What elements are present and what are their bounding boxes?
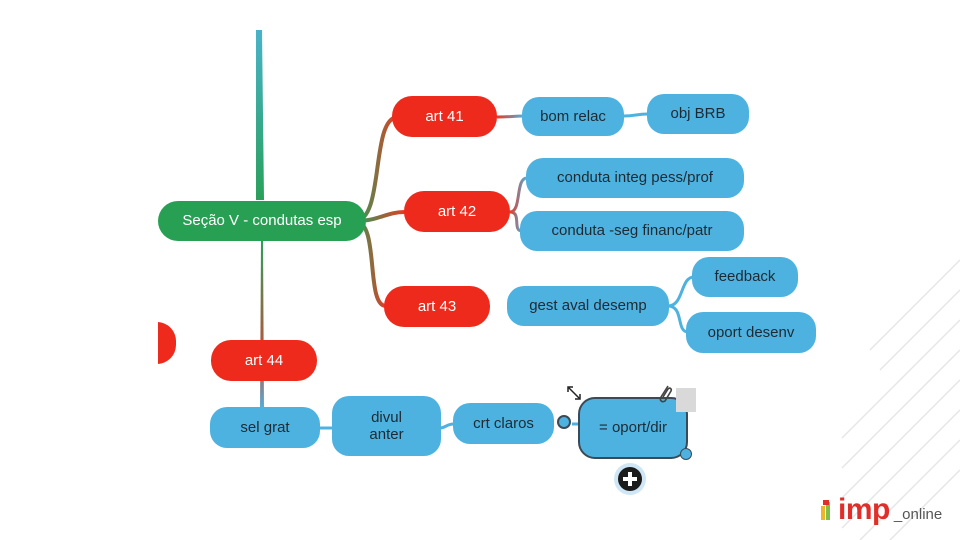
node-art-41[interactable]: art 41 [392, 96, 497, 137]
node-crt-claros[interactable]: crt claros [453, 403, 554, 444]
node-oport-dir-selected[interactable]: = oport/dir [578, 397, 688, 459]
node-art-42[interactable]: art 42 [404, 191, 510, 232]
node-sel-grat[interactable]: sel grat [210, 407, 320, 448]
logo-mark-icon [821, 500, 830, 520]
node-obj-brb[interactable]: obj BRB [647, 94, 749, 134]
paperclip-icon[interactable] [656, 383, 674, 407]
node-bom-relac[interactable]: bom relac [522, 97, 624, 136]
node-art-43[interactable]: art 43 [384, 286, 490, 327]
resize-handle[interactable] [680, 448, 692, 460]
logo-text: imp [838, 493, 890, 526]
brand-logo: imp _online [820, 493, 943, 526]
node-conduta-seg[interactable]: conduta -seg financ/patr [520, 211, 744, 251]
node-art-44[interactable]: art 44 [211, 340, 317, 381]
partial-node [158, 322, 176, 364]
root-node[interactable]: Seção V - condutas esp [158, 201, 366, 241]
resize-arrows-icon[interactable] [564, 383, 584, 403]
node-feedback[interactable]: feedback [692, 257, 798, 297]
attachment-tab [676, 388, 696, 412]
connector-handle[interactable] [557, 415, 571, 429]
logo-subtext: _online [893, 506, 943, 523]
node-oport-desenv[interactable]: oport desenv [686, 312, 816, 353]
node-conduta-integ[interactable]: conduta integ pess/prof [526, 158, 744, 198]
node-divul-anter[interactable]: divul anter [332, 396, 441, 456]
add-circle-icon[interactable] [614, 463, 646, 495]
node-gest-aval[interactable]: gest aval desemp [507, 286, 669, 326]
